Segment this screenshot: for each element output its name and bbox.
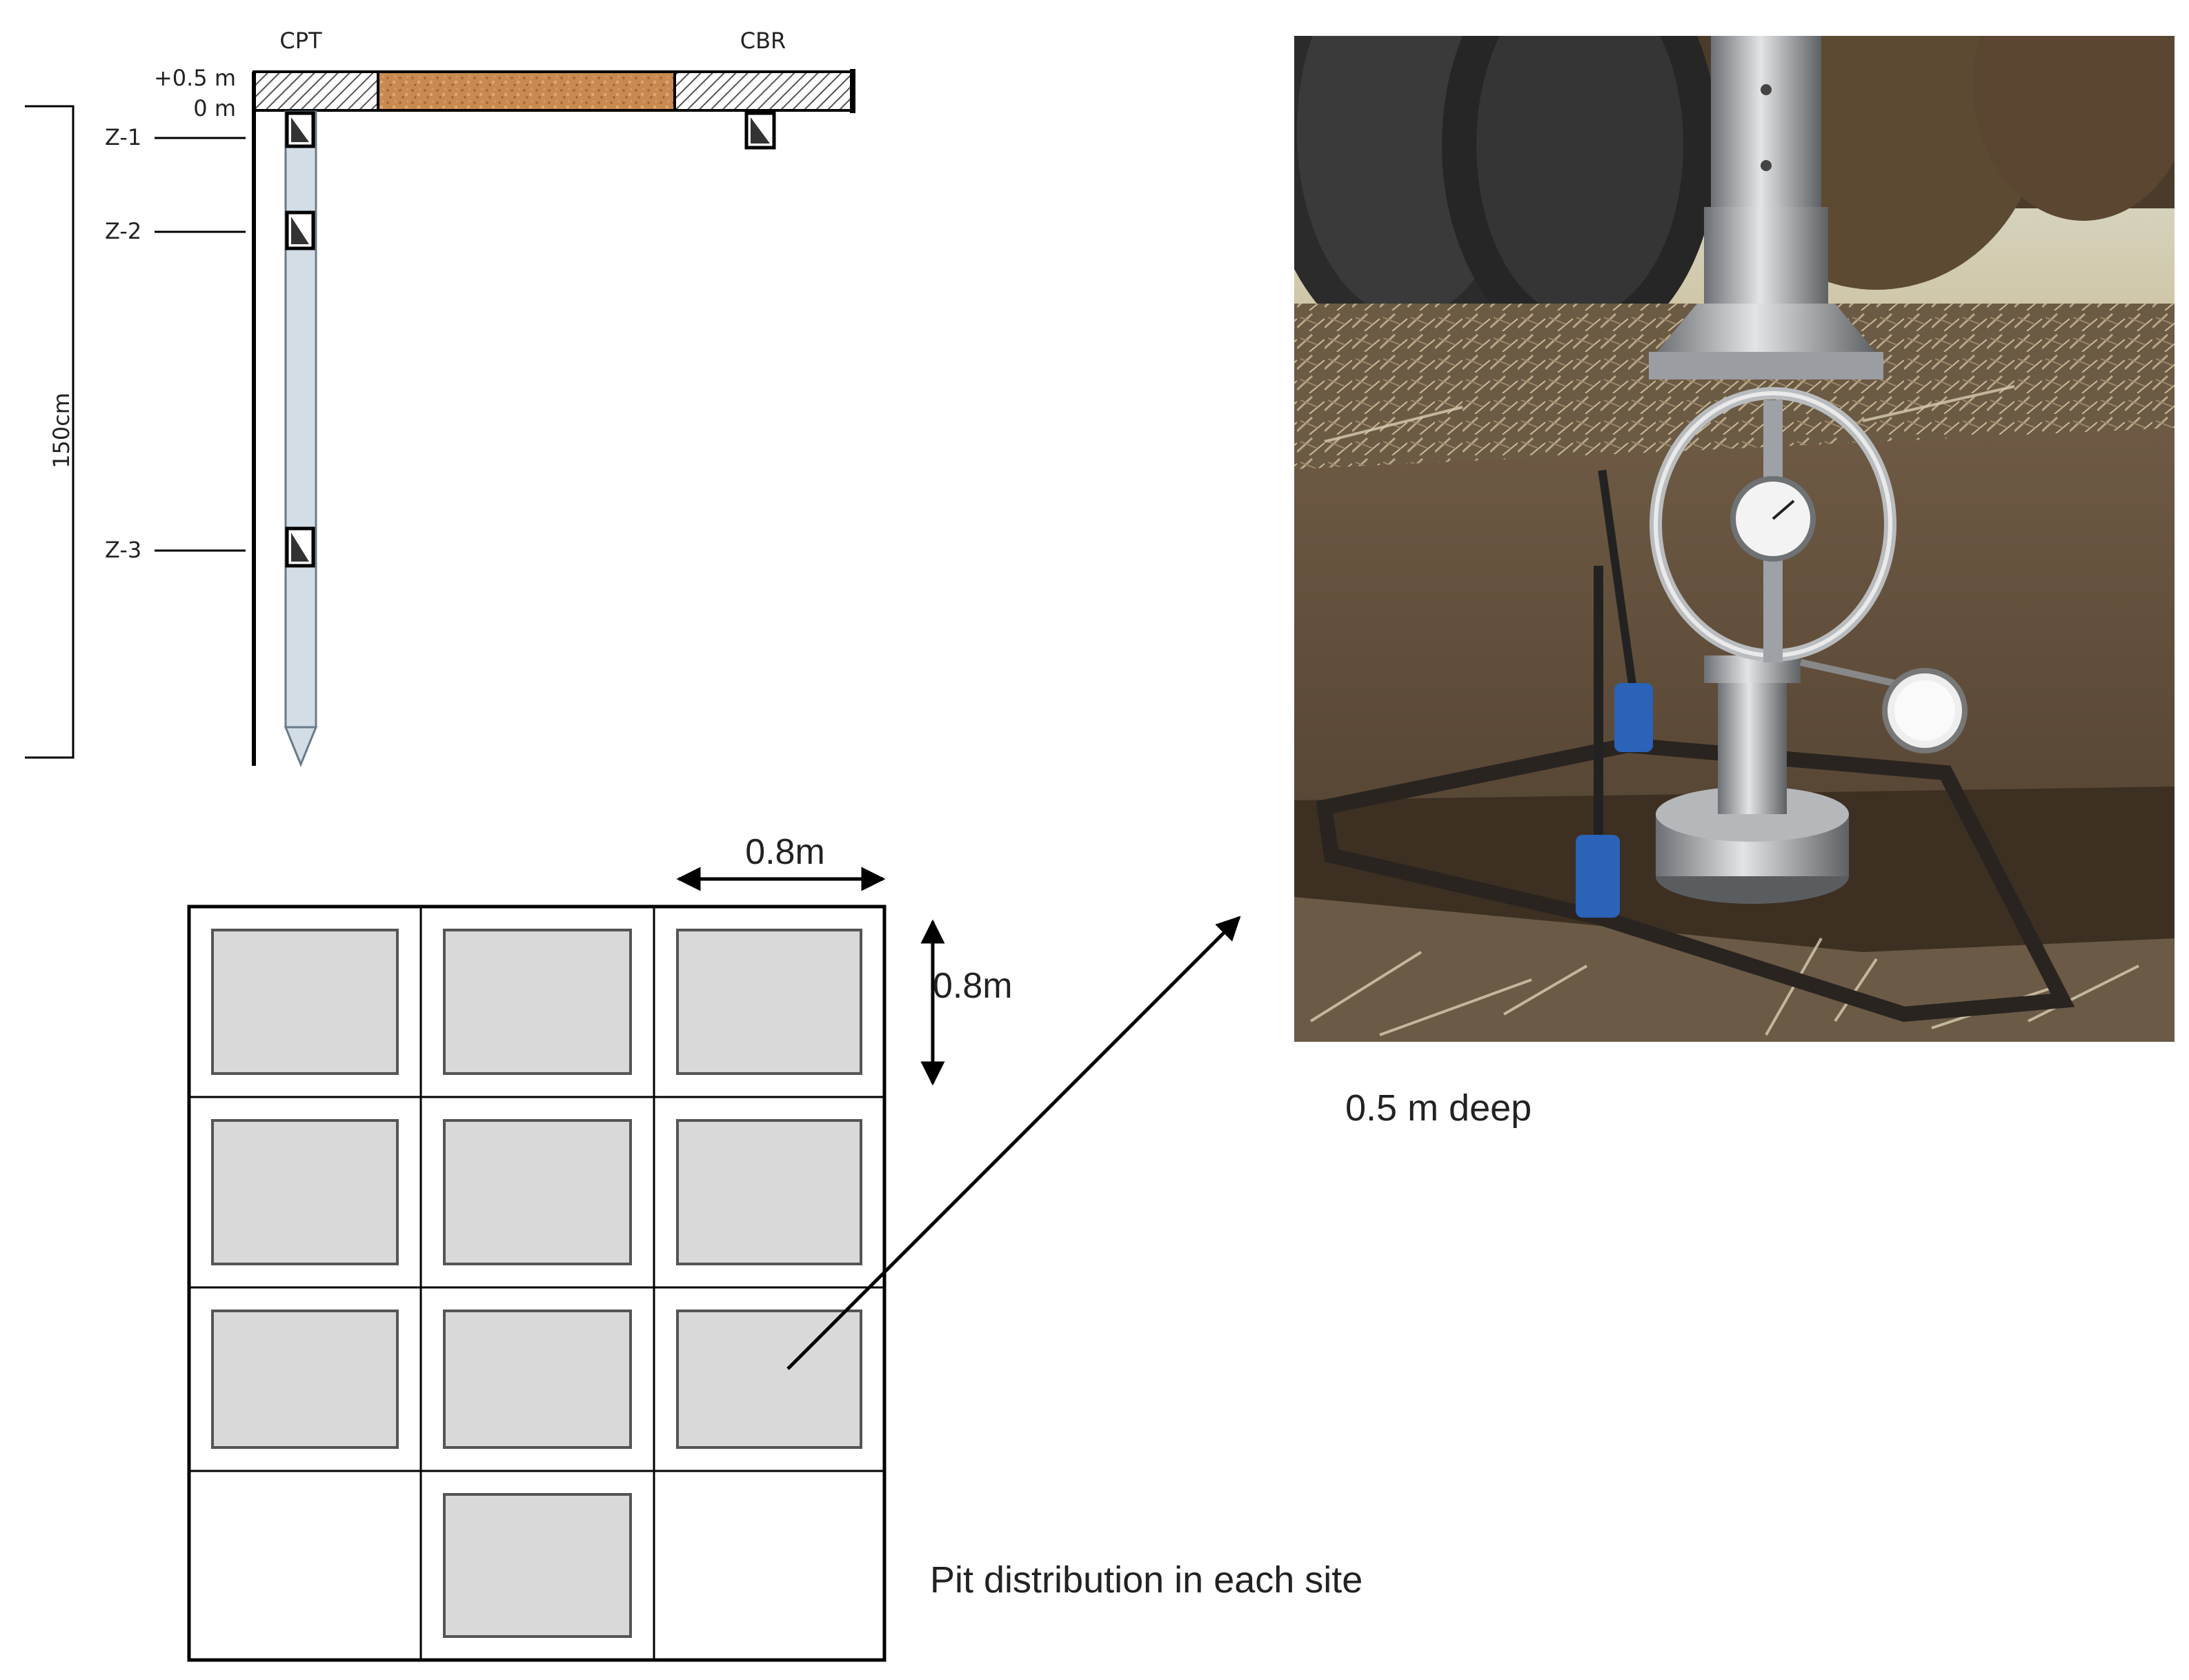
soil-profile-section: CPT CBR +0.5 m 0 m Z-1 [25, 28, 855, 767]
sensor-z3 [285, 526, 315, 568]
depth-bracket [25, 105, 75, 759]
cbr-label: CBR [740, 28, 786, 54]
soil-layer [377, 70, 676, 112]
reference-frame [1316, 737, 2075, 1022]
pit-3-3 [676, 1310, 862, 1449]
cpt-probe-tip [284, 726, 318, 767]
pit-3-1 [211, 1310, 399, 1449]
pointer-arrow [786, 916, 1241, 1370]
pit-cells [211, 929, 862, 1638]
pit-1-3 [676, 929, 862, 1075]
zone-label-z2: Z-2 [105, 218, 141, 244]
pit-grid: 0.8m 0.8m Pit distribution in each site [187, 832, 1363, 1662]
sensor-cbr [744, 111, 776, 150]
hatched-layer-right [673, 70, 854, 112]
width-dimension-label: 0.8m [745, 832, 825, 872]
cbr-field-test-photo [1294, 36, 2175, 1042]
sensor-z2 [285, 210, 315, 250]
pit-depth-caption: 0.5 m deep [1345, 1087, 1532, 1129]
cpt-label: CPT [279, 28, 322, 54]
zone-label-z3: Z-3 [105, 537, 141, 563]
pit-1-1 [211, 929, 399, 1075]
pit-2-1 [211, 1119, 399, 1265]
pit-grid-caption: Pit distribution in each site [930, 1559, 1363, 1601]
pit-2-3 [676, 1119, 862, 1265]
height-dimension-label: 0.8m [933, 966, 1013, 1006]
cpt-probe [284, 110, 317, 729]
pit-1-2 [443, 929, 632, 1075]
zone-label-z1: Z-1 [105, 124, 141, 150]
depth-total-label: 150cm [48, 393, 75, 468]
level-zero-label: 0 m [193, 95, 236, 121]
level-top-label: +0.5 m [154, 65, 236, 91]
pit-4-2 [443, 1493, 632, 1638]
sensor-z1 [285, 111, 315, 148]
pit-3-2 [443, 1310, 632, 1449]
pit-2-2 [443, 1119, 632, 1265]
hatched-layer-left [252, 70, 379, 112]
